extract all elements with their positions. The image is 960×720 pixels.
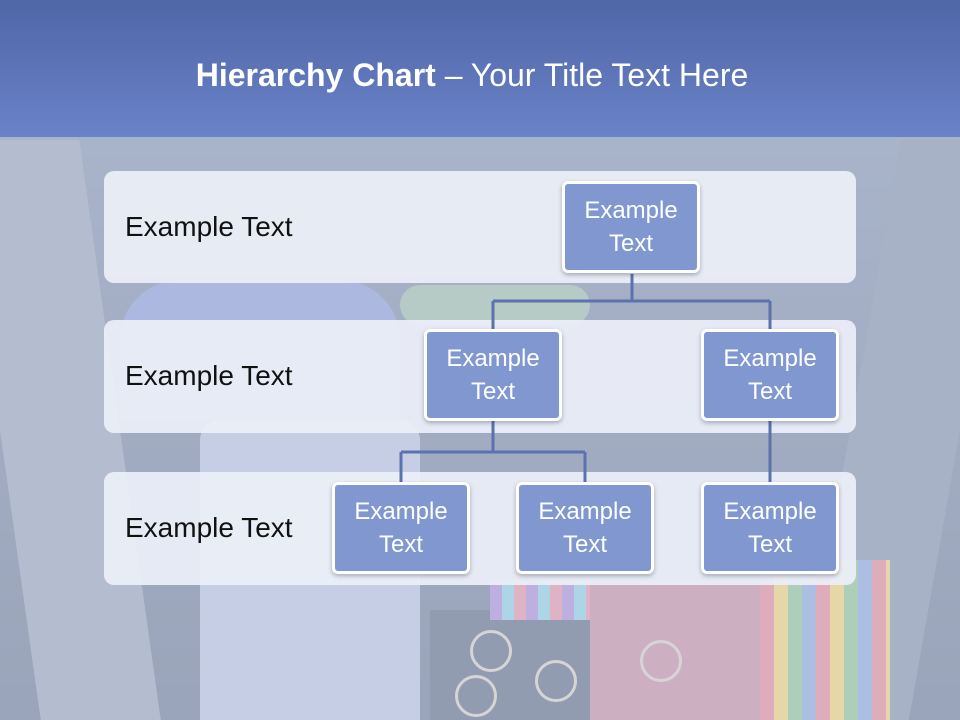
title-band (0, 0, 960, 137)
node-level3-b[interactable]: Example Text (516, 482, 654, 574)
slide-title: Hierarchy Chart – Your Title Text Here (0, 55, 944, 95)
node-level3-a[interactable]: Example Text (332, 482, 470, 574)
node-level2-left[interactable]: Example Text (424, 329, 562, 421)
node-level3-c[interactable]: Example Text (701, 482, 839, 574)
level-band-1: Example Text (104, 171, 856, 283)
slide-title-bold: Hierarchy Chart (195, 57, 436, 93)
node-level2-right[interactable]: Example Text (701, 329, 839, 421)
level-label-1: Example Text (125, 211, 293, 242)
slide-title-rest: – Your Title Text Here (435, 57, 749, 93)
level-label-2: Example Text (125, 360, 293, 391)
node-root[interactable]: Example Text (562, 181, 700, 273)
level-label-3: Example Text (125, 512, 293, 543)
